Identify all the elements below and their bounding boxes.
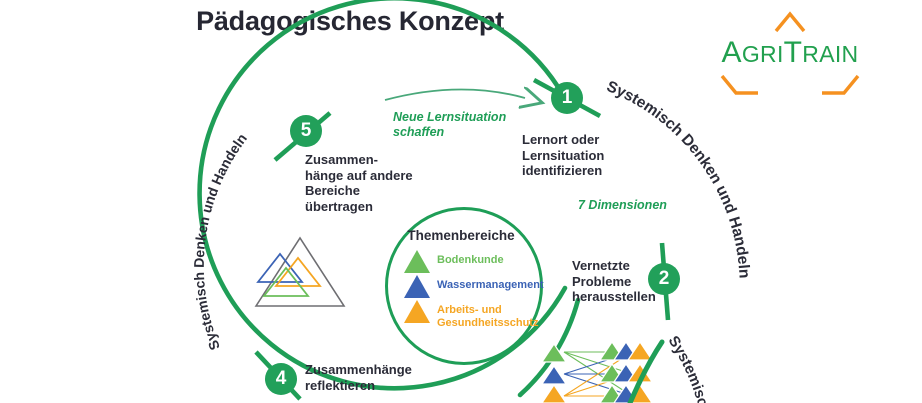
page-title: Pädagogisches Konzept xyxy=(196,6,504,36)
step-label-4: Zusammenhänge reflektieren xyxy=(305,362,412,393)
network-arc-overlay xyxy=(627,339,665,403)
nested-triangles-illustration xyxy=(254,236,346,307)
logo-letters-rain: RAIN xyxy=(802,41,859,67)
network-source-orange xyxy=(541,383,567,403)
legend-label-bodenkunde: Bodenkunde xyxy=(437,254,504,266)
legend-item-arbeitsschutz: Arbeits- und Gesundheitsschutz xyxy=(404,300,538,329)
triangle-icon-green xyxy=(404,250,430,273)
network-illustration xyxy=(540,339,665,403)
triangle-icon-orange xyxy=(404,300,430,323)
network-source-green xyxy=(540,342,568,363)
topics-title: Themenbereiche xyxy=(407,228,515,243)
logo-letter-t: T xyxy=(783,36,803,69)
legend-item-wassermanagement: Wassermanagement xyxy=(404,275,544,298)
step-label-2: Vernetzte Probleme herausstellen xyxy=(572,258,656,304)
triangle-outline-gray xyxy=(254,236,346,307)
triangle-icon-blue xyxy=(404,275,430,298)
new-situation-label: Neue Lernsituation schaffen xyxy=(393,110,507,139)
dimensions-label: 7 Dimensionen xyxy=(578,198,667,212)
network-source-blue xyxy=(540,364,568,385)
legend-label-arbeitsschutz: Arbeits- und Gesundheitsschutz xyxy=(437,304,539,329)
step-label-1: Lernort oder Lernsituation identifiziere… xyxy=(522,132,605,178)
step-badge-2[interactable]: 2 xyxy=(648,263,680,295)
step-label-5: Zusammen- hänge auf andere Bereiche über… xyxy=(305,152,413,214)
logo-letters-gri: GRI xyxy=(741,41,784,67)
network-cluster-row-2 xyxy=(598,362,654,383)
triangle-outline-orange xyxy=(274,256,322,287)
agritrain-logo: AGRITRAIN xyxy=(700,4,880,100)
step-badge-5[interactable]: 5 xyxy=(290,115,322,147)
legend-label-wassermanagement: Wassermanagement xyxy=(437,279,544,291)
triangle-outline-green xyxy=(262,266,310,297)
step-badge-1[interactable]: 1 xyxy=(551,82,583,114)
legend-item-bodenkunde: Bodenkunde xyxy=(404,250,504,273)
cycle-main-arc xyxy=(197,0,568,391)
logo-wordmark: AGRITRAIN xyxy=(700,36,880,70)
logo-letter-a: A xyxy=(721,36,742,69)
step-badge-4[interactable]: 4 xyxy=(265,363,297,395)
topics-circle xyxy=(385,207,543,365)
new-situation-arrow xyxy=(384,89,525,100)
logo-corner-marks xyxy=(720,11,860,95)
network-cluster-row-1 xyxy=(598,340,654,361)
